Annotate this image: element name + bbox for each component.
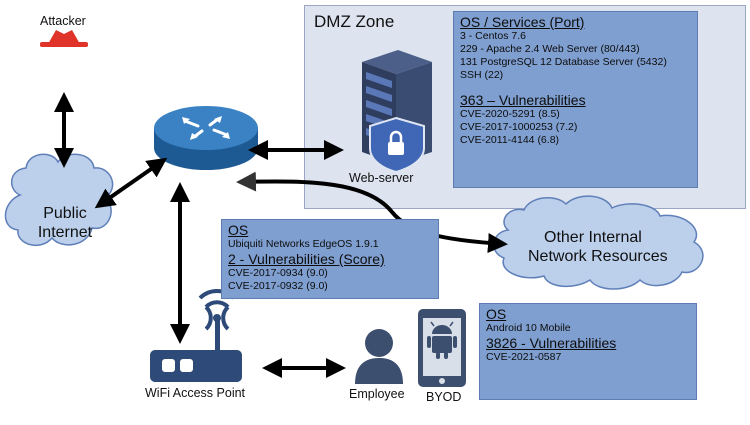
employee-icon [355,329,403,384]
web-server-icon [362,50,432,174]
router-icon [154,106,258,170]
other-resources-cloud [493,195,704,290]
byod-vuln-line: CVE-2021-0587 [486,351,562,363]
server-vuln-heading: 363 – Vulnerabilities [460,92,586,108]
wifi-ap-icon [150,288,242,382]
byod-vuln-heading: 3826 - Vulnerabilities [486,335,617,351]
server-vuln-line: CVE-2011-4144 (6.8) [460,134,560,146]
public-internet-label-line1: Public [43,205,87,222]
server-os-line: 3 - Centos 7.6 [460,30,526,42]
server-info-box: OS / Services (Port) 3 - Centos 7.6 229 … [453,11,698,188]
router-os-heading: OS [228,222,249,238]
other-resources-label-line1: Other Internal [544,229,642,246]
server-os-heading: OS / Services (Port) [460,14,585,30]
router-vuln-heading: 2 - Vulnerabilities (Score) [228,251,385,267]
other-resources-label-line2: Network Resources [528,248,668,265]
wifi-ap-label: WiFi Access Point [145,386,246,400]
attacker-icon [40,30,88,47]
router-vuln-line: CVE-2017-0932 (9.0) [228,280,328,292]
router-vuln-line: CVE-2017-0934 (9.0) [228,267,328,279]
employee-label: Employee [349,387,405,401]
server-os-line: SSH (22) [460,69,504,81]
router-os-line: Ubiquiti Networks EdgeOS 1.9.1 [228,238,379,250]
android-icon [427,321,457,359]
other-resources-label: Other Internal Network Resources [528,228,714,266]
byod-info-box: OS Android 10 Mobile 3826 - Vulnerabilit… [479,303,697,400]
server-vuln-line: CVE-2020-5291 (8.5) [460,108,560,120]
dmz-zone-label: DMZ Zone [314,12,395,31]
byod-os-heading: OS [486,306,507,322]
public-internet-label-line2: Internet [37,224,93,241]
attacker-label: Attacker [40,14,86,28]
internet-router-arrow [94,157,168,209]
server-vuln-line: CVE-2017-1000253 (7.2) [460,121,578,133]
server-os-line: 229 - Apache 2.4 Web Server (80/443) [460,43,640,55]
byod-label: BYOD [426,390,462,404]
byod-os-line: Android 10 Mobile [486,322,571,334]
router-info-box: OS Ubiquiti Networks EdgeOS 1.9.1 2 - Vu… [221,219,439,299]
web-server-label: Web-server [349,171,414,185]
router-resources-arrow [236,171,508,253]
server-os-line: 131 PostgreSQL 12 Database Server (5432) [460,56,667,68]
public-internet-label: Public Internet [22,204,108,242]
